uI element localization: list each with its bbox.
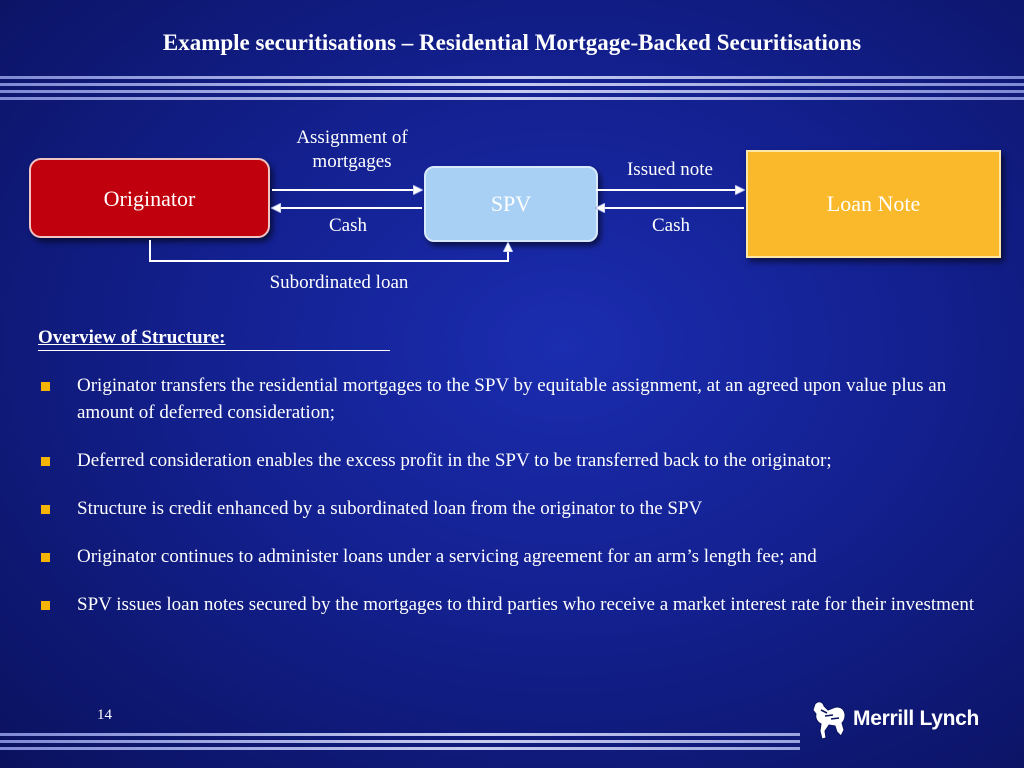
overview-bullets: Originator transfers the residential mor… bbox=[38, 372, 983, 639]
bullet-square-icon bbox=[41, 457, 50, 466]
list-item: Structure is credit enhanced by a subord… bbox=[38, 495, 983, 522]
logo-text: Merrill Lynch bbox=[853, 707, 980, 730]
bull-icon bbox=[812, 701, 846, 740]
bullet-square-icon bbox=[41, 601, 50, 610]
cash-label-right: Cash bbox=[652, 215, 690, 236]
assignment-label: Assignment of mortgages bbox=[296, 127, 408, 172]
bullet-square-icon bbox=[41, 505, 50, 514]
list-item: Deferred consideration enables the exces… bbox=[38, 447, 983, 474]
list-item: Originator transfers the residential mor… bbox=[38, 372, 983, 426]
list-item: Originator continues to administer loans… bbox=[38, 543, 983, 570]
cash-label-left: Cash bbox=[329, 215, 367, 236]
bottom-divider-stripes bbox=[0, 733, 800, 754]
subordinated-loan-label: Subordinated loan bbox=[269, 272, 409, 293]
flow-arrows bbox=[149, 0, 1024, 262]
subordinated-loan-arrow bbox=[149, 240, 508, 262]
loan-note-box: Loan Note bbox=[746, 150, 1001, 258]
spv-box: SPV bbox=[424, 166, 598, 242]
bullet-square-icon bbox=[41, 553, 50, 562]
originator-box: Originator bbox=[29, 158, 270, 238]
top-divider-stripes bbox=[0, 76, 1024, 104]
issued-note-label: Issued note bbox=[626, 159, 713, 180]
list-item: SPV issues loan notes secured by the mor… bbox=[38, 591, 983, 618]
merrill-lynch-logo: Merrill Lynch bbox=[811, 698, 979, 740]
bullet-square-icon bbox=[41, 382, 50, 391]
slide-title: Example securitisations – Residential Mo… bbox=[162, 30, 862, 55]
overview-heading: Overview of Structure: bbox=[38, 327, 390, 351]
page-number: 14 bbox=[97, 707, 112, 723]
